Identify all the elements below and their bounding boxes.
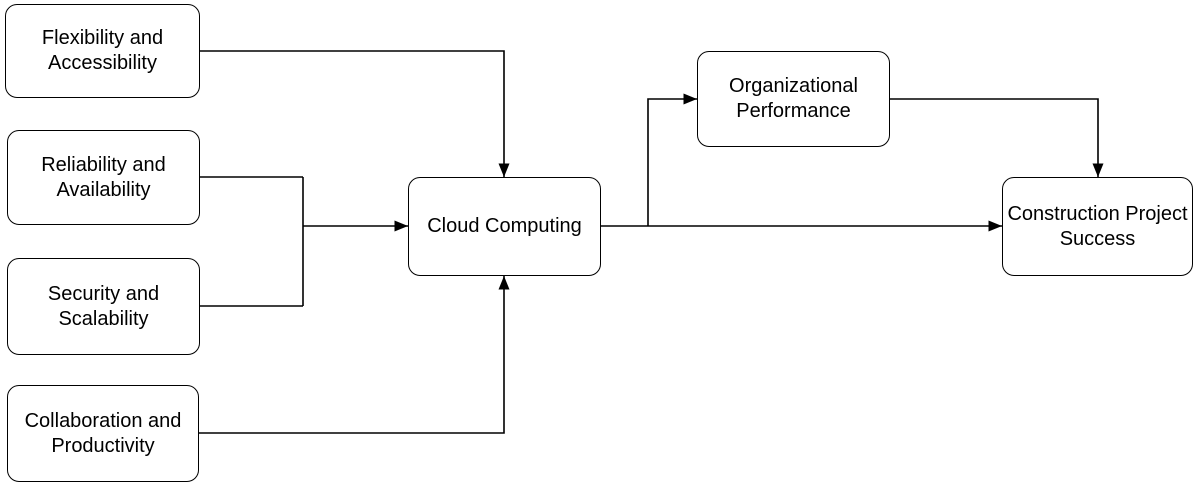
- node-label-line: Performance: [736, 100, 851, 122]
- node-label-line: Success: [1059, 227, 1136, 250]
- edge-cloud-branch-to-organizational: [647, 93, 697, 226]
- node-cloud-computing: Cloud Computing: [408, 177, 601, 276]
- node-label-line: Flexibility and: [41, 27, 164, 49]
- node-label-line: Collaboration and: [24, 409, 182, 432]
- node-label-line: Construction Project: [1007, 202, 1188, 225]
- node-label-line: Reliability and: [41, 153, 166, 176]
- edge-collaboration-to-cloud: [199, 276, 510, 434]
- edges-group: [199, 50, 1104, 434]
- node-label-line: Productivity: [51, 434, 155, 457]
- node-label-line: Security and: [47, 282, 160, 305]
- edge-organizational-to-construction: [890, 98, 1104, 177]
- edge-flexibility-to-cloud: [200, 50, 510, 177]
- node-label-line: Cloud Computing: [427, 215, 582, 237]
- node-label-line: Availability: [56, 178, 151, 201]
- node-label-line: Organizational: [729, 75, 858, 97]
- node-label-line: Accessibility: [48, 52, 157, 74]
- node-label-line: Scalability: [58, 307, 149, 330]
